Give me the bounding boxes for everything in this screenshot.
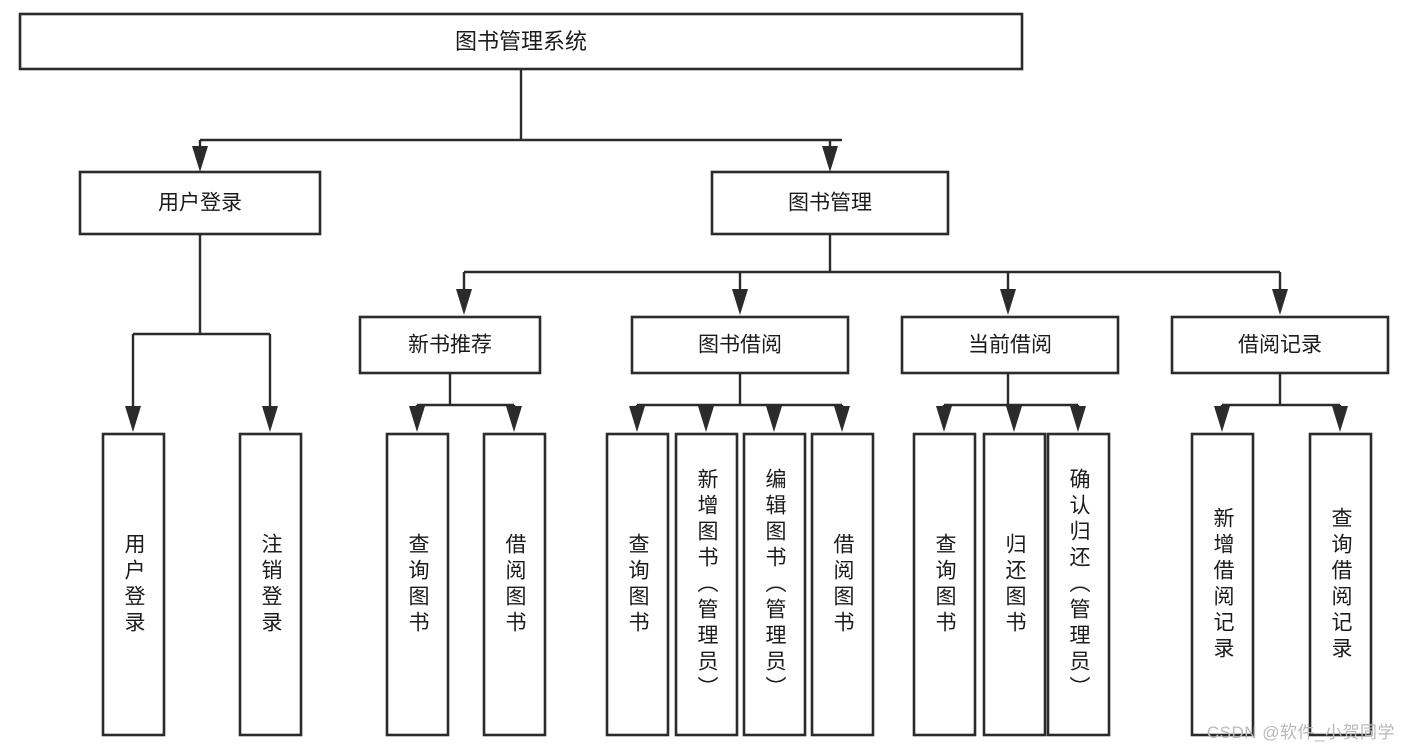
node-book-manage-label: 图书管理 [788,192,872,215]
arrow-head-leaf-borrow-book [834,406,850,432]
node-new-book-rec-box[interactable] [358,315,542,375]
arrow-head-leaf-confirm-return [1070,406,1086,432]
leaf-return-book-box[interactable] [982,432,1047,737]
leaf-user-login-box[interactable] [101,432,166,737]
connector-group-current-borrow [936,373,1086,432]
arrow-head-current-borrow [1000,289,1016,315]
node-root[interactable]: 图书管理系统 [18,12,1024,71]
node-book-manage[interactable]: 图书管理 [710,170,950,236]
node-book-borrow[interactable]: 图书借阅 [630,315,850,375]
node-user-login-box[interactable] [78,170,322,236]
leaf-box-group [101,432,1373,737]
node-user-login[interactable]: 用户登录 [78,170,322,236]
leaf-confirm-return-box[interactable] [1046,432,1111,737]
leaf-query-book-rec-box[interactable] [385,432,450,737]
node-book-borrow-label: 图书借阅 [698,334,782,357]
node-new-book-rec-label: 新书推荐 [408,334,492,357]
arrow-head-leaf-edit-book [766,406,782,432]
arrow-head-leaf-query-book-rec [409,406,425,432]
arrow-head-leaf-borrow-book-rec [506,406,522,432]
node-current-borrow[interactable]: 当前借阅 [900,315,1120,375]
node-root-box[interactable] [18,12,1024,71]
arrow-head-book-borrow [732,289,748,315]
arrow-head-new-book-rec [456,289,472,315]
connector-group-new-book-rec [409,373,522,432]
node-new-book-rec[interactable]: 新书推荐 [358,315,542,375]
node-borrow-record-label: 借阅记录 [1238,334,1322,357]
node-borrow-record[interactable]: 借阅记录 [1170,315,1390,375]
node-current-borrow-box[interactable] [900,315,1120,375]
node-book-manage-box[interactable] [710,170,950,236]
arrow-head-leaf-return-book [1006,406,1022,432]
node-borrow-record-box[interactable] [1170,315,1390,375]
node-user-login-label: 用户登录 [158,192,242,215]
leaf-borrow-book-box[interactable] [810,432,875,737]
arrow-head-user-login [192,146,208,172]
connector-group-borrow-record [1214,373,1348,432]
node-root-label: 图书管理系统 [455,29,587,54]
leaf-query-book-borrow-box[interactable] [605,432,670,737]
arrow-head-leaf-query-record [1332,406,1348,432]
arrow-head-book-manage [822,146,838,172]
leaf-query-book-current-box[interactable] [912,432,977,737]
leaf-query-record-box[interactable] [1308,432,1373,737]
arrow-head-leaf-query-book-borrow [629,406,645,432]
connector-group-user-login [125,234,278,432]
watermark-text: CSDN @软件_小贺同学 [1206,723,1395,742]
leaf-borrow-book-rec-box[interactable] [482,432,547,737]
arrow-head-borrow-record [1272,289,1288,315]
connector-group-book-borrow [629,373,850,432]
leaf-edit-book-box[interactable] [742,432,807,737]
arrow-head-leaf-logout [262,406,278,432]
connector-group-book-manage [456,234,1288,315]
leaf-logout-box[interactable] [238,432,303,737]
leaf-add-book-box[interactable] [674,432,739,737]
connector-group-root [192,69,842,172]
node-current-borrow-label: 当前借阅 [968,334,1052,357]
node-book-borrow-box[interactable] [630,315,850,375]
arrow-head-leaf-query-book-current [936,406,952,432]
leaf-add-record-box[interactable] [1190,432,1255,737]
arrow-head-leaf-add-record [1214,406,1230,432]
arrow-head-leaf-user-login [125,406,141,432]
arrow-head-leaf-add-book [698,406,714,432]
